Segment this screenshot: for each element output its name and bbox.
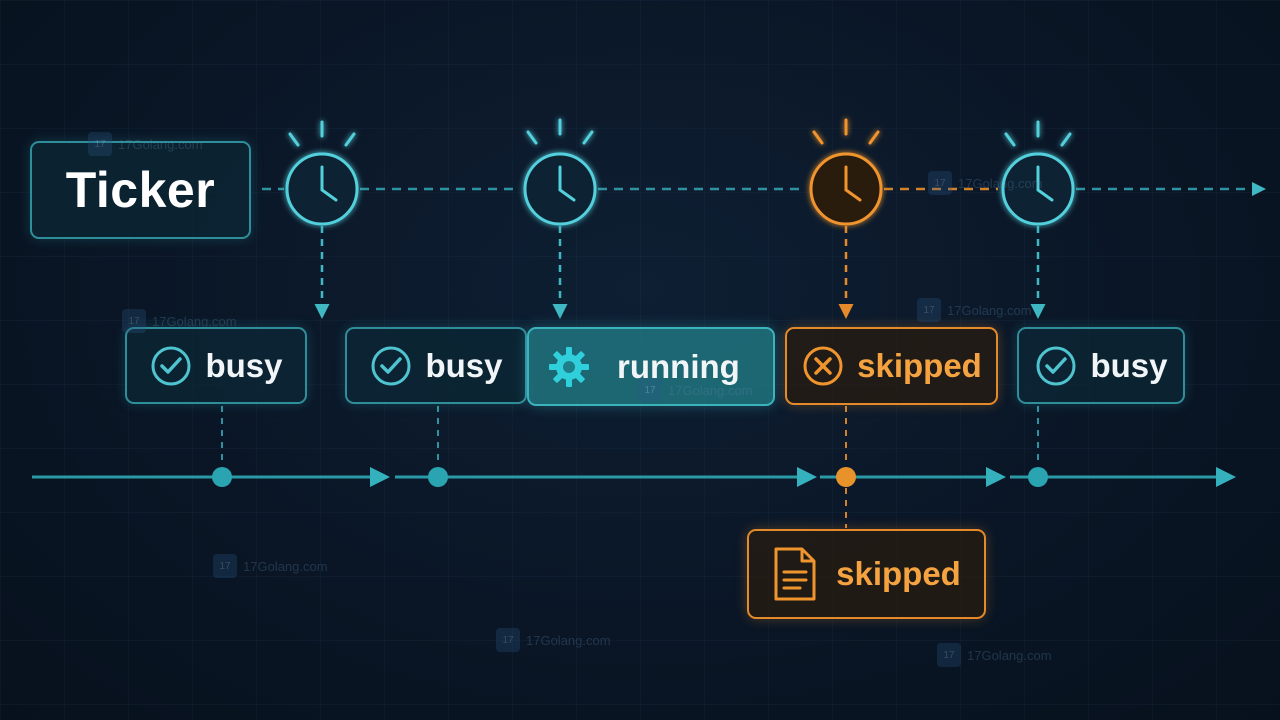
clock-icon [523,118,597,226]
check-circle-icon [149,344,193,388]
document-icon [772,545,818,603]
status-box-busy: busy [345,327,527,404]
ticker-label: Ticker [65,162,216,218]
timeline-arrowheads [370,467,1236,487]
skipped-log-box: skipped [747,529,986,619]
timeline-arrowhead [1252,182,1266,196]
ticker-label-box: Ticker [30,141,251,239]
clock-icon [1001,120,1075,226]
status-box-busy: busy [1017,327,1185,404]
status-label: busy [1090,346,1168,384]
clock-icon [285,120,359,226]
status-box-running: running [527,327,775,406]
status-label: busy [205,346,283,384]
log-label: skipped [836,555,961,592]
status-box-skipped: skipped [785,327,998,405]
status-label: skipped [857,347,982,384]
check-circle-icon [1034,344,1078,388]
tick-connectors [314,226,1046,319]
status-label: running [617,347,740,385]
status-label: busy [425,346,503,384]
status-box-busy: busy [125,327,307,404]
clock-icon-skipped [809,118,883,226]
gear-icon [547,345,591,389]
x-circle-icon [801,344,845,388]
check-circle-icon [369,344,413,388]
timeline-dots [212,467,1048,487]
status-connectors [221,406,1039,528]
